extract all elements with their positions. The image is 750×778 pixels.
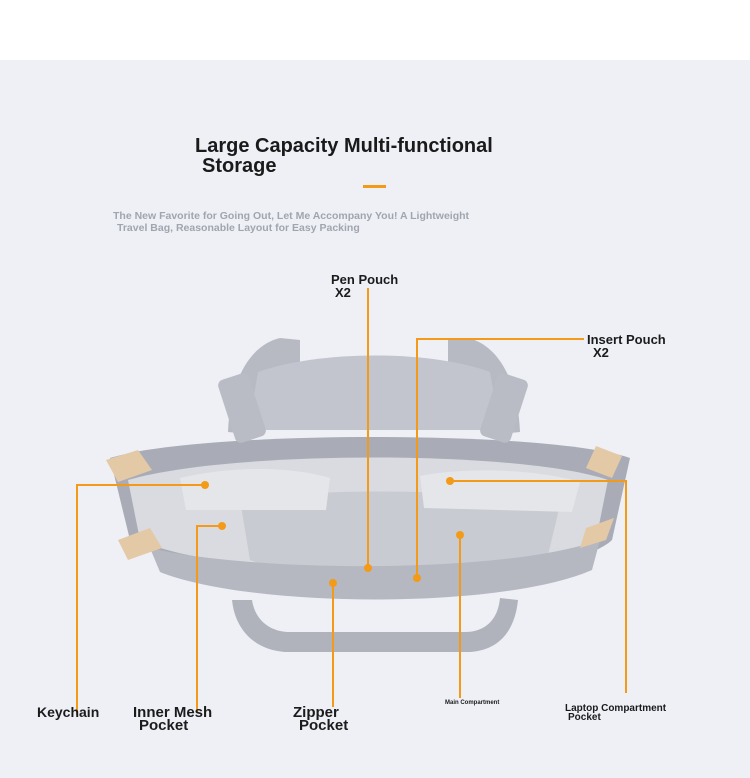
pen-pouch-shape	[180, 469, 330, 510]
callout-insert-pouch: Insert Pouch X2	[587, 332, 666, 360]
title-accent-bar	[363, 185, 386, 188]
leader-lines	[76, 288, 627, 715]
leather-corner-bl	[118, 528, 162, 560]
insert-pouch-shape	[420, 470, 580, 512]
callout-keychain: Keychain	[37, 704, 100, 720]
callout-zipper-pocket: Zipper Pocket	[293, 704, 349, 734]
leather-corner-tr	[586, 446, 622, 478]
callout-laptop-compartment-pocket: Laptop Compartment Pocket	[565, 703, 667, 723]
page-title: Large Capacity Multi-functional Storage	[195, 135, 493, 177]
main-compartment-area	[240, 491, 560, 575]
front-handles	[232, 598, 518, 652]
leather-corner-br	[580, 518, 614, 548]
page-subtitle: The New Favorite for Going Out, Let Me A…	[113, 210, 470, 234]
back-panel	[248, 355, 500, 430]
leather-corner-tl	[106, 450, 152, 482]
front-panel	[150, 540, 600, 600]
strap-right	[480, 373, 528, 443]
strap-left	[218, 373, 266, 443]
callout-main-compartment: Main Compartment	[445, 700, 500, 706]
callout-pen-pouch: Pen Pouch X2	[331, 272, 399, 300]
callout-inner-mesh-pocket: Inner Mesh Pocket	[133, 704, 213, 734]
callout-dots	[201, 477, 464, 587]
